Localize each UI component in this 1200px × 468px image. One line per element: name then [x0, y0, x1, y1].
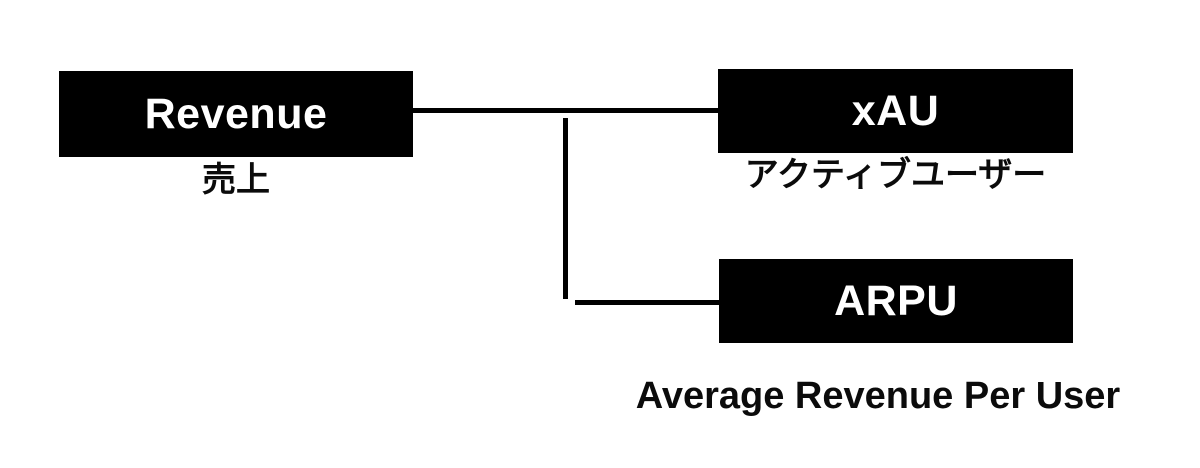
- connector-branch-arpu: [575, 300, 719, 305]
- connector-revenue-xau: [412, 108, 718, 113]
- node-revenue-label: Revenue: [144, 89, 328, 138]
- node-revenue-caption: 売上: [202, 161, 270, 199]
- node-revenue: Revenue: [59, 71, 413, 157]
- node-xau-caption: アクティブユーザー: [744, 156, 1047, 194]
- node-xau: xAU: [718, 69, 1073, 153]
- node-arpu-caption: Average Revenue Per User: [635, 375, 1121, 417]
- node-arpu: ARPU: [719, 259, 1073, 343]
- node-arpu-label: ARPU: [834, 276, 958, 325]
- connector-vertical-branch: [563, 118, 568, 299]
- node-xau-label: xAU: [851, 86, 940, 135]
